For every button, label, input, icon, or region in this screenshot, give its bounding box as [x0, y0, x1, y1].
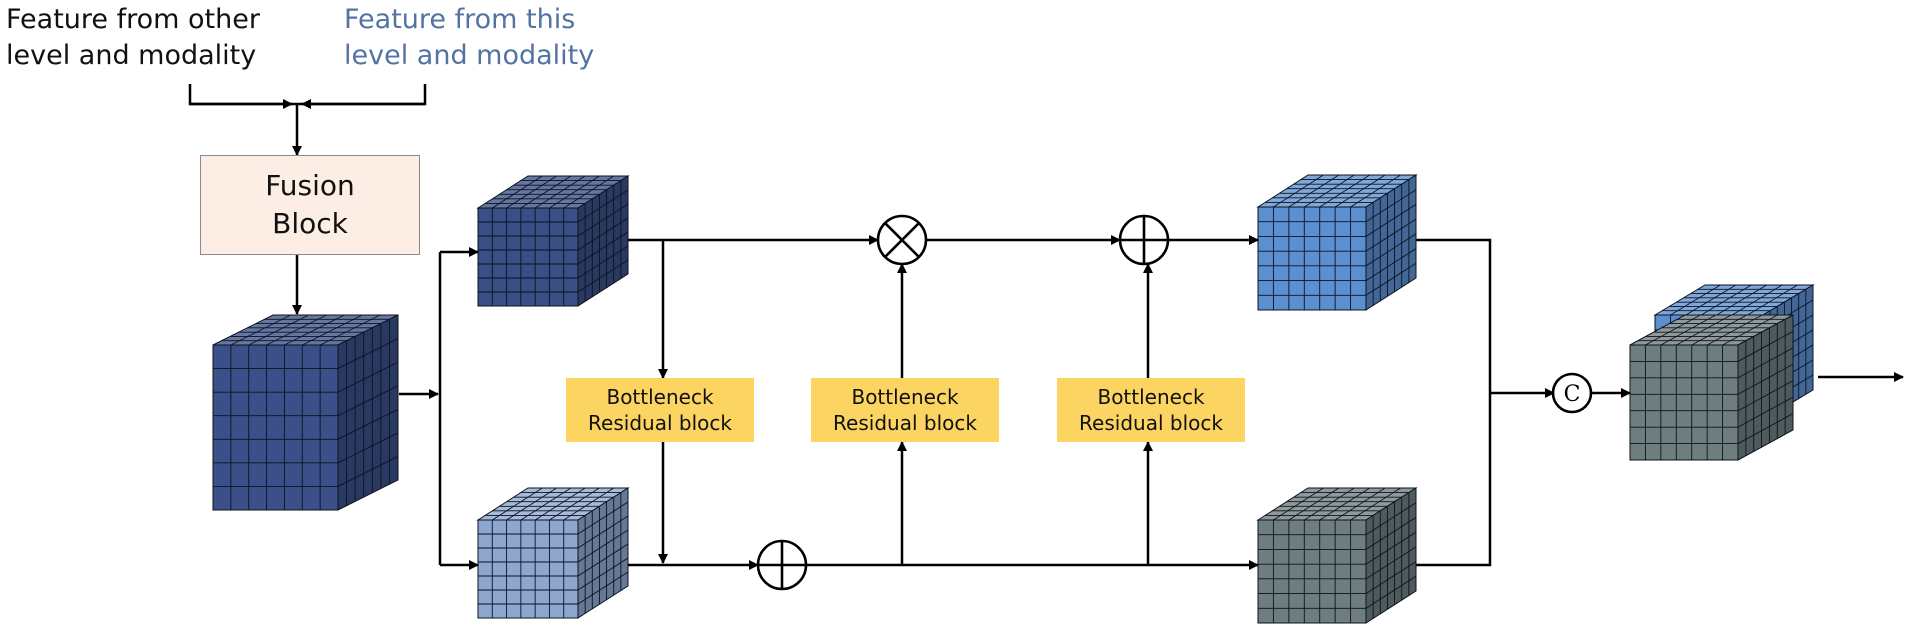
concat-operator-icon: C [1551, 372, 1593, 414]
residual-block-1-line2: Residual block [588, 411, 732, 435]
bottleneck-residual-block-3: Bottleneck Residual block [1057, 378, 1245, 442]
lower-output-cube [1256, 487, 1418, 624]
residual-block-3-line1: Bottleneck [1097, 385, 1205, 409]
concatenated-cube-gray-part [1629, 314, 1794, 461]
residual-block-2-line1: Bottleneck [851, 385, 959, 409]
residual-block-2-line2: Residual block [833, 411, 977, 435]
lower-branch-cube [476, 487, 630, 619]
input-label-this-line1: Feature from this [344, 4, 576, 35]
feature-cubes [212, 174, 1815, 624]
add-operator-lower-icon: ⊕ [756, 539, 808, 591]
concatenated-feature-cube [1629, 284, 1815, 461]
fusion-block-line1: Fusion [265, 169, 355, 202]
concat-operator-label: C [1564, 382, 1581, 407]
input-label-other-line1: Feature from other [6, 4, 260, 35]
fusion-block: Fusion Block [200, 155, 420, 255]
upper-output-to-merge [1416, 238, 1492, 393]
residual-block-1-line1: Bottleneck [606, 385, 714, 409]
input-bracket [188, 84, 427, 106]
residual-block-3-line2: Residual block [1079, 411, 1223, 435]
lower-output-to-merge [1416, 393, 1492, 567]
upper-output-cube [1256, 174, 1418, 311]
input-label-this-line2: level and modality [344, 40, 595, 71]
fused-feature-cube [212, 314, 399, 511]
connectors [188, 84, 1904, 570]
bottleneck-residual-block-2: Bottleneck Residual block [811, 378, 999, 442]
fusion-block-line2: Block [272, 207, 348, 240]
operators: ⊗ ⊕ ⊕ C [756, 214, 1593, 591]
multiply-operator-icon: ⊗ [876, 214, 928, 266]
input-label-other-line2: level and modality [6, 40, 257, 71]
upper-branch-cube [476, 175, 630, 307]
bottleneck-residual-block-1: Bottleneck Residual block [566, 378, 754, 442]
add-operator-upper-icon: ⊕ [1118, 214, 1170, 266]
